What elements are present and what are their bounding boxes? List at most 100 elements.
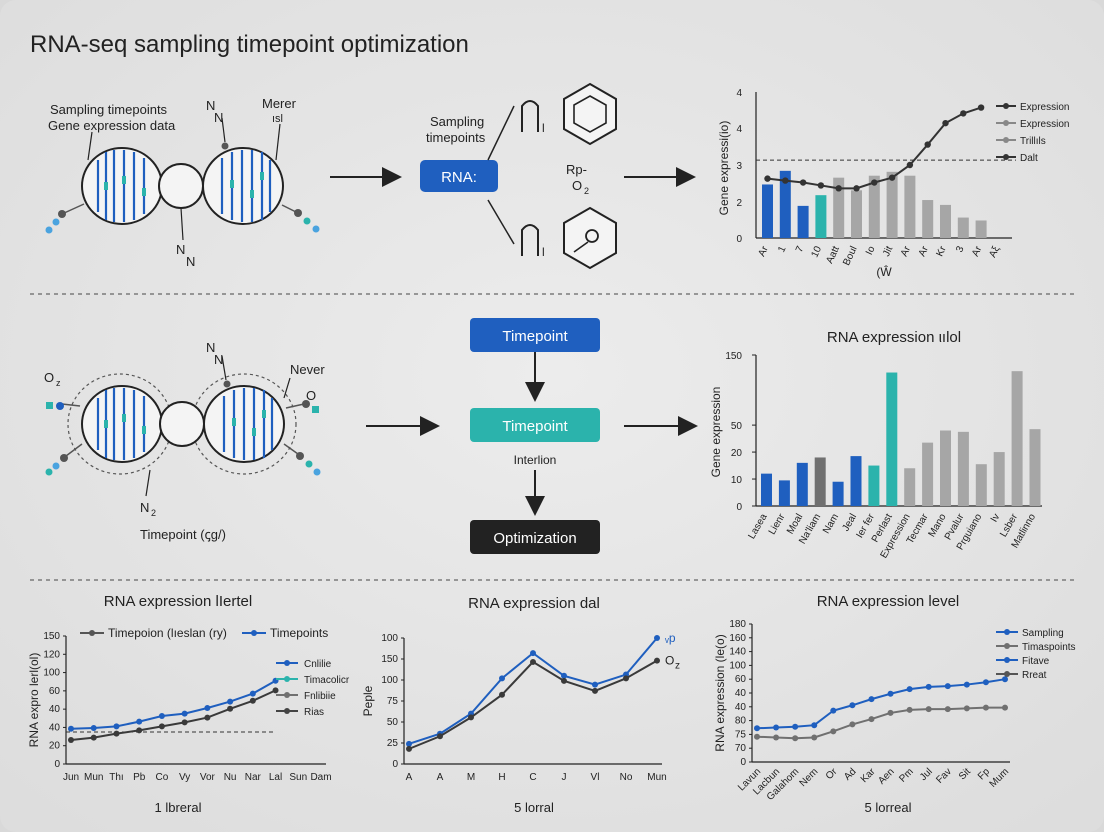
y-tick-label: 0 [736,234,742,245]
bar [833,177,845,238]
y-tick-label: 150 [381,654,398,665]
ring-circle-bottom [585,229,599,243]
nitrogen-label-top: N [206,98,215,113]
probe-left-top [46,402,81,410]
probe-left-bottom [45,443,83,476]
label-never: Never [290,362,325,377]
bar [868,175,880,238]
series-point [530,650,536,657]
label-n-a: N [206,340,215,355]
bar [797,205,809,238]
molecule-label-2: O [572,178,582,193]
series-point [925,706,932,713]
series-label-sub: z [675,661,680,672]
x-tick-label: Vl [591,772,600,783]
series-point [764,175,771,182]
series-point [799,179,807,186]
y-axis-label: Gene expressi(io) [717,121,731,216]
flow-box-optimization-label: Optimization [493,530,576,547]
legend-marker [1003,120,1009,126]
legend-marker [1003,103,1009,109]
diagram-caption: Timepoint (ꞔg/) [140,527,226,542]
chromosome-bands-right [220,150,272,222]
legend-marker [1003,154,1009,160]
series-point [437,733,443,740]
chromosome-center [158,163,204,209]
series-point [1002,676,1008,683]
y-tick-label: 75 [735,729,747,740]
y-tick-label: 20 [731,448,743,459]
x-axis-label: 1 lbreral [155,800,202,815]
series-point [888,174,896,181]
nitrogen-bond-bottom-2 [145,469,151,497]
series-point [849,702,856,709]
series-point [181,710,188,717]
series-point [849,721,856,728]
y-tick-label: 40 [735,702,747,713]
series-point [136,718,143,725]
stub-bottom-label: l [542,245,545,259]
series-point [113,730,120,737]
series-point [158,713,165,719]
bar [868,465,880,506]
callout-never [283,377,291,399]
y-tick-label: 0 [736,502,742,513]
bar [832,481,844,506]
probe-left [45,203,85,234]
y-tick-label: 40 [49,704,61,715]
x-tick-label: Dam [310,772,331,783]
legend-marker [1004,643,1010,649]
bar [904,468,916,506]
legend-label: Fitave [1022,656,1050,667]
series-point [887,709,894,716]
x-tick-label: Vor [200,772,216,783]
series-point [944,683,951,690]
x-tick-label: 3 [954,244,967,254]
bar [993,452,1005,506]
bar [886,171,898,238]
series-point [868,716,875,723]
series-point [181,719,188,726]
molecule-label-2-sub: 2 [584,186,589,196]
x-axis-label: 5 lorral [514,800,554,815]
chromosome-left-lobe-2 [81,385,163,463]
diagram-label-1: Sampling timepoints [50,102,168,117]
y-axis-label: Gene expression [709,387,723,478]
legend-marker [284,708,290,714]
y-tick-label: 40 [49,722,61,733]
label-o-left: O [44,370,54,385]
y-tick-label: 4 [736,88,742,99]
y-tick-label: 140 [729,647,746,658]
bar [940,204,951,238]
series-point [811,734,818,741]
y-axis-label: RNA expro lerl(ol) [27,653,41,748]
nitrogen-label-mid: N [214,110,223,125]
series-point [68,725,74,732]
chart-rna-expression-line-1: RNA expression lIertel020404060100120150… [27,593,350,815]
bar [957,431,969,506]
legend-marker [284,660,290,666]
series-label: O [665,654,674,668]
y-tick-label: 40 [735,688,747,699]
x-tick-label: Co [156,772,169,783]
center-label-1: Sampling [430,114,484,129]
series-line [756,706,1005,740]
series-point [227,705,234,712]
x-tick-label: Aξ [987,244,1002,259]
rna-box-label: RNA: [441,169,477,186]
series-point [817,182,825,189]
series-point [906,161,914,169]
flow-box-timepoint-1 [470,318,600,352]
stub-top [521,100,539,132]
series-point [868,696,875,703]
bar [762,184,773,238]
legend-label: Timacolicr [304,675,350,686]
x-tick-label: C [529,772,536,783]
series-point [68,737,74,743]
chart-title: RNA expression ιılol [827,329,961,346]
stub-top-label: l [542,121,545,135]
bar [796,462,808,506]
series-point [871,179,878,186]
bar [957,217,969,238]
